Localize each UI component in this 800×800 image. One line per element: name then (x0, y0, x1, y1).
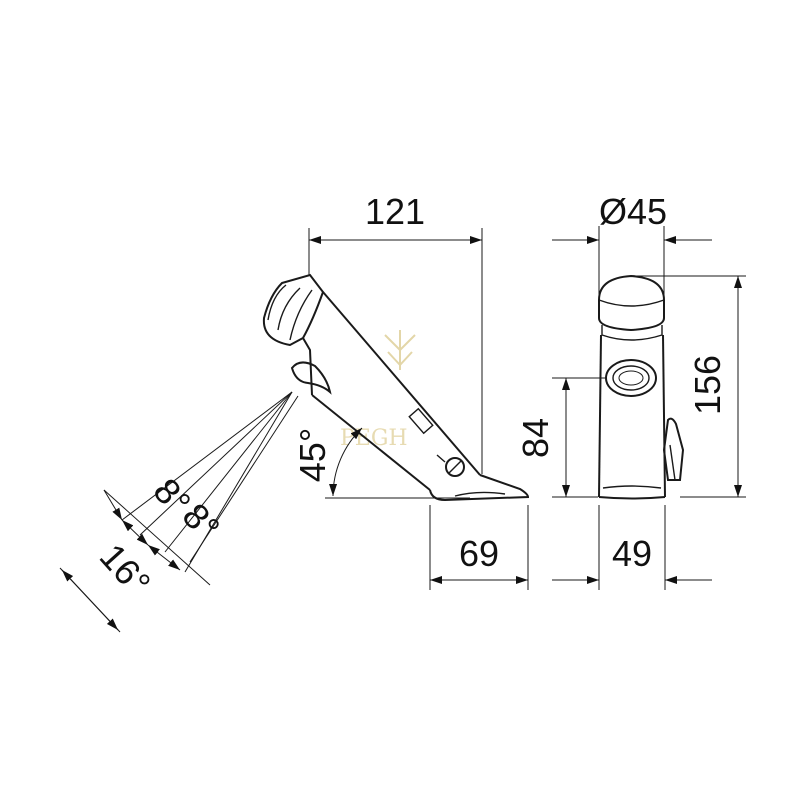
dimension-69: 69 (429, 505, 529, 590)
dimension-121: 121 (308, 191, 483, 474)
faucet-side-view (262, 273, 530, 502)
spray-angle-dimensions: 8° 8° 16° (59, 470, 228, 633)
faucet-front-view (598, 274, 685, 500)
dim-label-156: 156 (687, 355, 728, 415)
dimension-49: 49 (552, 505, 712, 590)
dim-label-diameter-45: Ø45 (599, 191, 667, 232)
dim-label-69: 69 (459, 533, 499, 574)
dim-label-49: 49 (612, 533, 652, 574)
spray-cone (121, 391, 299, 573)
angle-45: 45° (292, 427, 470, 499)
dim-label-121: 121 (365, 191, 425, 232)
dim-label-84: 84 (515, 418, 556, 458)
dimension-156: 156 (636, 275, 746, 498)
watermark-text: PEGH (340, 426, 408, 451)
dimension-84: 84 (515, 377, 606, 498)
watermark-logo: PEGH (340, 330, 416, 451)
dimension-diameter-45: Ø45 (552, 191, 712, 298)
dim-label-45deg: 45° (292, 428, 333, 482)
